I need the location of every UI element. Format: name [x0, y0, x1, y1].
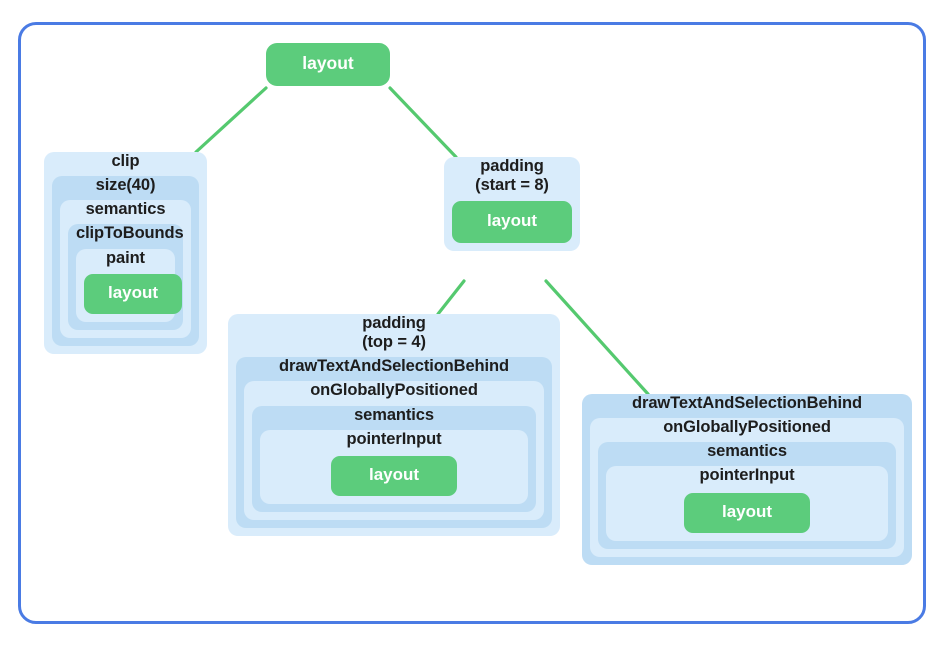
diagram-frame: [18, 22, 926, 624]
box-paint-label: paint: [106, 248, 145, 267]
box-pointerinput-center-label: pointerInput: [346, 429, 442, 448]
box-ongloballypositioned-center[interactable]: onGloballyPositioned semantics pointerIn…: [244, 381, 544, 520]
box-size40-label: size(40): [95, 176, 156, 195]
box-padding-start-label: padding (start = 8): [475, 157, 549, 195]
box-semantics-right[interactable]: semantics pointerInput layout: [598, 442, 896, 549]
node-padding-top-stack[interactable]: padding (top = 4) drawTextAndSelectionBe…: [228, 314, 560, 536]
box-semantics-right-label: semantics: [707, 442, 787, 461]
node-clip-stack[interactable]: clip size(40) semantics clipToBounds pai…: [44, 152, 207, 354]
box-clip[interactable]: clip size(40) semantics clipToBounds pai…: [44, 152, 207, 354]
box-semantics[interactable]: semantics clipToBounds paint layout: [60, 200, 191, 338]
box-ongloballypositioned-right-label: onGloballyPositioned: [663, 418, 831, 437]
box-drawtextandselectionbehind-center-label: drawTextAndSelectionBehind: [279, 357, 509, 376]
leaf-layout-padding-top: layout: [331, 455, 457, 496]
node-root-layout[interactable]: layout: [266, 43, 390, 86]
leaf-layout-root: layout: [266, 43, 390, 86]
box-cliptobounds[interactable]: clipToBounds paint layout: [68, 224, 184, 330]
box-semantics-center[interactable]: semantics pointerInput layout: [252, 405, 536, 512]
leaf-layout-padding-start: layout: [452, 201, 572, 244]
box-semantics-label: semantics: [85, 200, 166, 219]
box-clip-label: clip: [111, 152, 140, 170]
node-draw-text-right-stack[interactable]: drawTextAndSelectionBehind onGloballyPos…: [582, 394, 912, 565]
leaf-layout-right: layout: [684, 492, 810, 533]
box-ongloballypositioned-center-label: onGloballyPositioned: [310, 381, 478, 400]
box-cliptobounds-label: clipToBounds: [76, 224, 184, 243]
box-pointerinput-right-label: pointerInput: [699, 466, 795, 485]
box-pointerinput-center[interactable]: pointerInput layout: [260, 429, 528, 504]
node-padding-start-stack[interactable]: padding (start = 8) layout: [444, 157, 580, 252]
box-drawtextandselectionbehind-right-label: drawTextAndSelectionBehind: [632, 394, 862, 412]
box-padding-top[interactable]: padding (top = 4) drawTextAndSelectionBe…: [228, 314, 560, 536]
box-pointerinput-right[interactable]: pointerInput layout: [606, 466, 888, 541]
box-drawtextandselectionbehind-center[interactable]: drawTextAndSelectionBehind onGloballyPos…: [236, 357, 552, 528]
box-ongloballypositioned-right[interactable]: onGloballyPositioned semantics pointerIn…: [590, 418, 904, 557]
box-semantics-center-label: semantics: [354, 405, 434, 424]
box-padding-start[interactable]: padding (start = 8) layout: [444, 157, 580, 252]
box-drawtextandselectionbehind-right[interactable]: drawTextAndSelectionBehind onGloballyPos…: [582, 394, 912, 565]
box-size40[interactable]: size(40) semantics clipToBounds paint la…: [52, 176, 199, 346]
box-paint[interactable]: paint layout: [76, 248, 182, 322]
leaf-layout-clip: layout: [84, 273, 182, 314]
box-padding-top-label: padding (top = 4): [362, 314, 426, 352]
